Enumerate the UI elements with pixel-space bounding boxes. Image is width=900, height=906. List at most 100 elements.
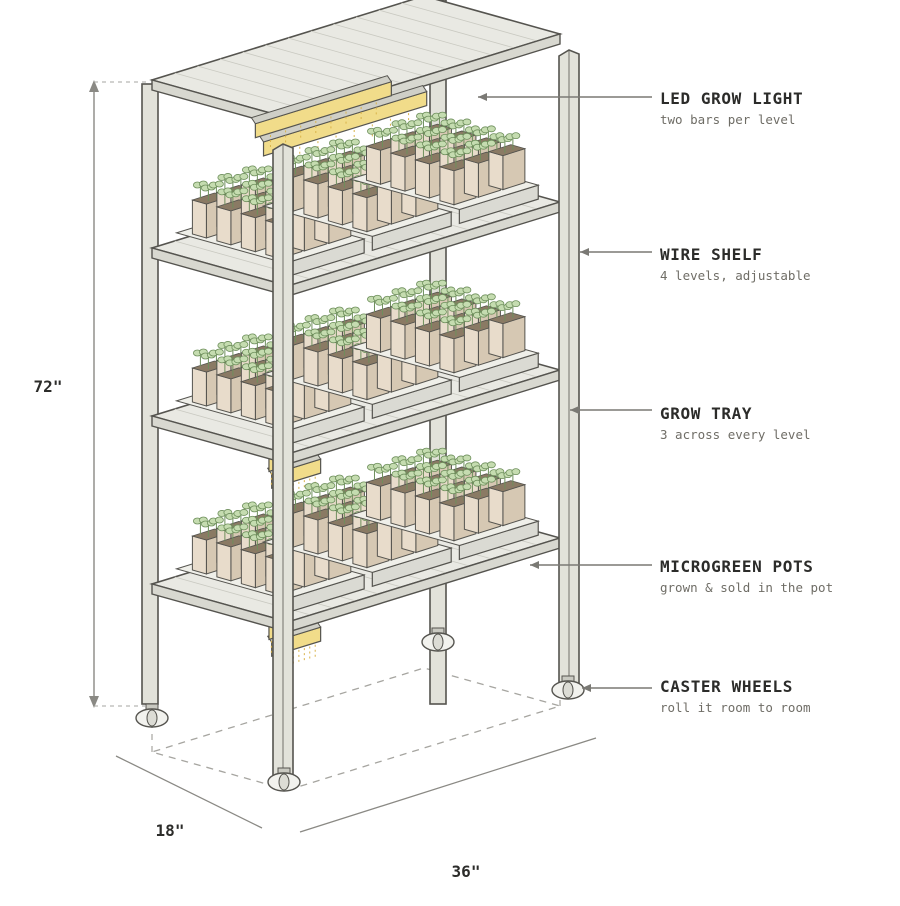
microgreen-pot	[487, 132, 527, 191]
pot-front	[303, 347, 319, 387]
pot-front	[365, 313, 381, 353]
caster-hub	[562, 681, 574, 699]
sprout-leaf	[438, 308, 447, 316]
sprout-leaf	[239, 341, 249, 348]
sprout-leaf	[263, 347, 273, 355]
shelf-wire	[287, 37, 425, 77]
sprout-leaf	[486, 293, 496, 301]
caster-wheel	[135, 703, 169, 728]
sprout-leaf	[302, 489, 311, 497]
pot-front	[365, 481, 381, 521]
back-post	[141, 83, 159, 705]
callout-subtitle: grown & sold in the pot	[660, 580, 833, 595]
grow-tray	[348, 447, 541, 561]
shelf-wire	[265, 44, 402, 84]
sprout-leaf	[438, 476, 447, 484]
grow-tray	[348, 111, 541, 225]
microgreen-pot	[487, 468, 527, 527]
sprout-leaf	[263, 362, 273, 370]
caster-wheel	[551, 675, 585, 700]
sprout-leaf	[389, 462, 398, 470]
grow-tray	[348, 279, 541, 393]
sprout-leaf	[326, 328, 336, 336]
leader-arrowhead	[580, 248, 589, 256]
leader-arrowhead	[582, 684, 591, 692]
sprout-leaf	[214, 180, 224, 188]
pot-front	[463, 494, 479, 534]
sprout-leaf	[462, 468, 472, 476]
sprout-leaf	[462, 286, 472, 294]
sprout-leaf	[462, 132, 472, 140]
dimension-lines	[89, 80, 597, 833]
pot-front	[439, 502, 455, 542]
floor-outline	[149, 667, 563, 791]
pot-front	[303, 515, 319, 555]
pot-front	[439, 334, 455, 374]
sprout-leaf	[326, 482, 336, 489]
pot-front	[414, 327, 430, 367]
sprout-leaf	[413, 301, 423, 309]
pot-front	[216, 542, 232, 582]
pot-front	[191, 535, 207, 575]
pot-front	[240, 549, 256, 589]
pot-front	[327, 186, 343, 226]
sprout-leaf	[511, 132, 521, 140]
shelf-wire	[242, 51, 379, 91]
callout-microgreen-pots: MICROGREEN POTS grown & sold in the pot	[660, 557, 833, 595]
sprout-leaf	[350, 488, 360, 496]
sprout-leaf	[214, 348, 224, 356]
callout-title: LED GROW LIGHT	[660, 89, 803, 108]
arrowhead	[89, 696, 99, 708]
sprout-leaf	[239, 173, 249, 180]
sprout-leaf	[239, 355, 249, 363]
pot-front	[327, 522, 343, 562]
sprout-leaf	[350, 306, 360, 314]
sprout-leaf	[486, 139, 496, 147]
callout-title: WIRE SHELF	[660, 245, 762, 264]
sprout-leaf	[350, 320, 360, 328]
sprout-leaf	[350, 152, 360, 160]
shelf-wire	[378, 9, 515, 49]
sprout-leaf	[263, 165, 273, 173]
microgreen-pot	[487, 300, 527, 359]
pot-front	[463, 326, 479, 366]
sprout-leaf	[438, 294, 447, 301]
sprout-leaf	[413, 469, 423, 477]
sprout-leaf	[438, 462, 447, 469]
light-housing	[250, 75, 393, 125]
caster-hub	[432, 633, 444, 651]
pot-front	[414, 495, 430, 535]
pot-front	[488, 150, 504, 191]
front-posts	[135, 49, 585, 792]
sprout-leaf	[462, 147, 472, 155]
sprout-leaf	[438, 447, 447, 455]
sprout-leaf	[486, 307, 496, 315]
pot-front	[327, 354, 343, 394]
pot-front	[488, 486, 504, 527]
sprout-leaf	[263, 501, 273, 509]
shelf-wire	[333, 23, 470, 63]
sprout-leaf	[239, 523, 249, 531]
pot-front	[376, 521, 392, 561]
width-dimension-line	[299, 737, 597, 833]
sprout-leaf	[462, 118, 472, 126]
pot-front	[376, 353, 392, 393]
led-grow-light	[250, 75, 428, 167]
shelf-level	[149, 447, 563, 633]
sprout-leaf	[350, 503, 360, 511]
pot-soil	[487, 480, 527, 493]
leader-arrowhead	[570, 406, 579, 414]
pot-front	[352, 192, 368, 233]
sprout-leaf	[263, 179, 273, 187]
callout-leaders	[478, 93, 652, 692]
pot-front	[488, 318, 504, 359]
shelf-wire	[401, 2, 538, 42]
sprout-leaf	[350, 474, 360, 482]
callout-subtitle: 3 across every level	[660, 427, 811, 442]
sprout-leaf	[486, 461, 496, 469]
sprout-leaf	[302, 153, 311, 161]
sprout-leaf	[302, 321, 311, 329]
sprout-leaf	[413, 287, 423, 295]
callout-subtitle: two bars per level	[660, 112, 795, 127]
